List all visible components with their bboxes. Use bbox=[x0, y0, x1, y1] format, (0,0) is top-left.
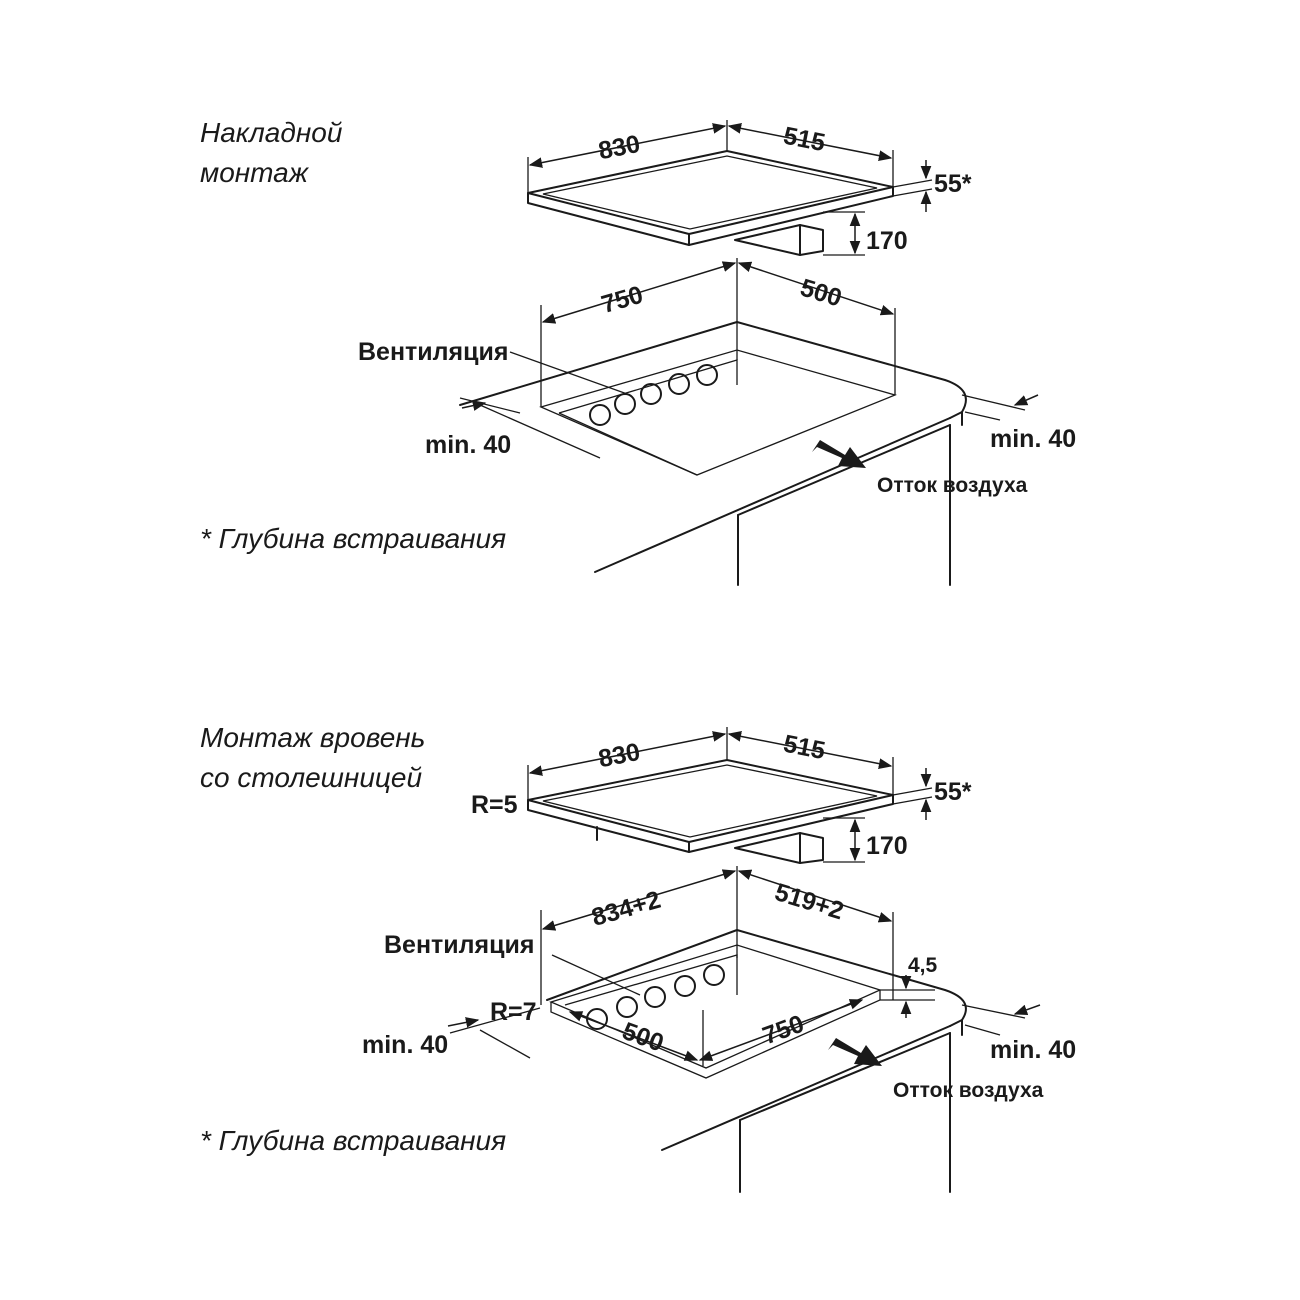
top-hob bbox=[527, 150, 894, 256]
top-air-out: Отток воздуха bbox=[812, 440, 1028, 497]
top-worktop bbox=[459, 321, 967, 586]
top-ventilation-leader bbox=[509, 351, 631, 396]
bottom-hob-dimensions: 830 515 55* 170 bbox=[527, 727, 972, 863]
top-title-line1: Накладной bbox=[200, 117, 343, 148]
bottom-air-out-label: Отток воздуха bbox=[893, 1079, 1044, 1102]
bottom-hob-depth: 515 bbox=[781, 730, 827, 765]
bottom-hob-box-height: 170 bbox=[866, 832, 908, 860]
top-section: Накладной монтаж 830 515 55* bbox=[200, 117, 1076, 586]
bottom-min-right: min. 40 bbox=[961, 1004, 1076, 1064]
top-hob-box-height: 170 bbox=[866, 227, 908, 255]
top-hob-dimensions: 830 515 55* 170 bbox=[527, 120, 972, 256]
bottom-title-line2: со столешницей bbox=[200, 762, 422, 793]
top-min-left: min. 40 bbox=[425, 397, 601, 459]
bottom-inner-width: 750 bbox=[759, 1010, 808, 1051]
bottom-worktop bbox=[546, 929, 967, 1193]
top-hob-width: 830 bbox=[596, 130, 642, 165]
bottom-rebate-depth: 4,5 bbox=[908, 954, 938, 977]
bottom-min-right-label: min. 40 bbox=[990, 1036, 1076, 1064]
bottom-ventilation-leader bbox=[551, 954, 641, 996]
top-ventilation-label: Вентиляция bbox=[358, 338, 508, 366]
top-cutout-width: 750 bbox=[598, 281, 646, 319]
bottom-ventilation-label: Вентиляция bbox=[384, 931, 534, 959]
top-cutout-dimensions: 750 500 bbox=[540, 258, 896, 407]
bottom-radius-hob: R=5 bbox=[471, 791, 518, 819]
top-cutout-depth: 500 bbox=[797, 274, 845, 313]
bottom-radius-cutout: R=7 bbox=[490, 998, 537, 1026]
top-min-left-label: min. 40 bbox=[425, 431, 511, 459]
top-footnote: * Глубина встраивания bbox=[200, 523, 506, 554]
bottom-hob bbox=[527, 759, 894, 864]
bottom-cutout-width: 834+2 bbox=[589, 886, 664, 932]
top-hob-depth: 515 bbox=[781, 122, 827, 157]
bottom-inner-depth: 500 bbox=[619, 1017, 668, 1058]
top-title-line2: монтаж bbox=[200, 157, 310, 188]
top-min-right-label: min. 40 bbox=[990, 425, 1076, 453]
bottom-rebate: 4,5 bbox=[880, 954, 938, 1018]
bottom-hob-width: 830 bbox=[596, 738, 642, 773]
bottom-min-left-label: min. 40 bbox=[362, 1031, 448, 1059]
bottom-title-line1: Монтаж вровень bbox=[200, 722, 425, 753]
bottom-hob-height: 55* bbox=[934, 778, 972, 806]
bottom-cutout-depth: 519+2 bbox=[771, 878, 846, 925]
bottom-min-left: min. 40 bbox=[362, 1007, 541, 1059]
top-air-out-label: Отток воздуха bbox=[877, 474, 1028, 497]
bottom-air-out: Отток воздуха bbox=[828, 1038, 1044, 1102]
bottom-section: Монтаж вровень со столешницей R=5 830 51… bbox=[200, 722, 1076, 1193]
top-min-right: min. 40 bbox=[961, 394, 1076, 453]
bottom-inner-dimensions: 500 750 bbox=[568, 999, 864, 1066]
bottom-footnote: * Глубина встраивания bbox=[200, 1125, 506, 1156]
top-hob-height: 55* bbox=[934, 170, 972, 198]
